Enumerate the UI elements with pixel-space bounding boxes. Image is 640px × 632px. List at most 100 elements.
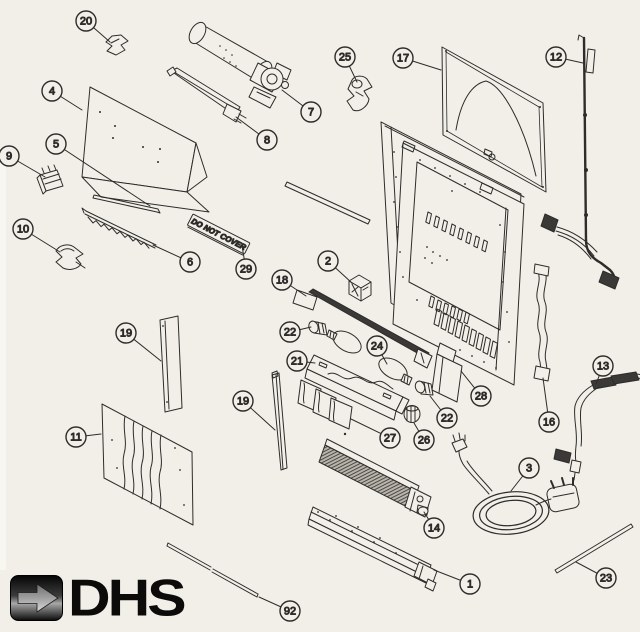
part-base-channel — [307, 506, 438, 592]
part-switch-block — [348, 274, 372, 302]
callout-bubble — [317, 250, 339, 272]
part-fuel-effect-panel — [101, 403, 194, 526]
callout-22: 22 — [429, 395, 458, 429]
part-side-strip-right — [271, 370, 288, 471]
callout-bubble — [379, 427, 401, 449]
callout-6: 6 — [152, 244, 201, 273]
callout-number: 29 — [240, 264, 252, 276]
callout-1: 1 — [433, 569, 481, 595]
callout-bubble — [279, 600, 301, 622]
callout-24: 24 — [366, 335, 388, 365]
callout-bubble — [65, 426, 87, 448]
callout-number: 13 — [597, 361, 609, 373]
part-heater-element — [318, 432, 432, 518]
part-canopy-wedge — [81, 86, 210, 213]
callout-14: 14 — [423, 511, 445, 539]
callout-number: 7 — [308, 107, 314, 119]
part-trim-rod — [166, 542, 259, 598]
callout-7: 7 — [281, 89, 322, 123]
part-front-frame-panel — [392, 140, 525, 386]
callout-bubble — [271, 269, 293, 291]
callout-19: 19 — [115, 322, 162, 362]
part-trim-strip-5 — [92, 194, 161, 214]
callout-number: 22 — [284, 327, 296, 339]
callout-bubble — [115, 322, 137, 344]
callout-bubble — [545, 46, 567, 68]
part-side-strip-left — [159, 315, 183, 413]
callout-bubble — [518, 457, 540, 479]
callout-bubble — [538, 411, 560, 433]
callout-bubble — [179, 251, 201, 273]
part-serrated-strip — [81, 207, 157, 249]
callout-bubble — [470, 385, 492, 407]
callout-12: 12 — [545, 46, 584, 68]
callout-23: 23 — [575, 561, 617, 589]
part-power-cord — [451, 432, 580, 535]
callout-bubble — [12, 218, 34, 240]
callout-2: 2 — [317, 250, 353, 284]
callout-number: 92 — [284, 606, 296, 618]
callout-number: 3 — [526, 463, 532, 475]
callout-bubble — [595, 567, 617, 589]
part-lamp-holder-left — [308, 320, 328, 336]
callout-number: 19 — [237, 396, 249, 408]
callout-number: 17 — [397, 53, 409, 65]
part-lamp-tray — [304, 354, 410, 421]
callout-bubble — [592, 355, 614, 377]
callout-number: 21 — [291, 356, 303, 368]
callout-10: 10 — [12, 218, 61, 253]
callout-26: 26 — [413, 422, 435, 451]
callout-bubble — [300, 101, 322, 123]
callout-11: 11 — [65, 426, 102, 448]
do-not-cover-label: DO NOT COVER — [187, 213, 251, 256]
part-side-trim-strip — [533, 263, 551, 382]
callout-21: 21 — [286, 350, 316, 372]
part-wire-harness — [553, 371, 640, 481]
part-mounting-bracket-10 — [55, 244, 86, 270]
callout-bubble — [286, 350, 308, 372]
do-not-cover-text: DO NOT COVER — [190, 217, 248, 253]
part-diagonal-trim — [284, 181, 371, 225]
callout-bubble — [413, 429, 435, 451]
dhs-logo: DHS — [10, 568, 187, 627]
callout-bubble — [392, 47, 414, 69]
callout-number: 8 — [264, 135, 270, 147]
callout-number: 14 — [428, 523, 440, 535]
callout-number: 1 — [467, 579, 473, 591]
scan-edge-artifact — [0, 150, 6, 570]
callout-number: 18 — [276, 275, 288, 287]
callout-13: 13 — [592, 355, 614, 385]
callout-25: 25 — [334, 46, 358, 83]
right-arrow-icon — [10, 574, 63, 621]
callout-27: 27 — [350, 418, 401, 449]
callout-number: 27 — [384, 433, 396, 445]
callout-bubble — [436, 407, 458, 429]
part-sensor-rod-assembly — [540, 34, 620, 290]
callout-28: 28 — [460, 370, 492, 407]
callout-number: 10 — [17, 224, 29, 236]
callout-22: 22 — [279, 321, 312, 343]
callout-5: 5 — [45, 133, 151, 207]
callout-number: 25 — [339, 52, 351, 64]
part-bulb-rear — [378, 357, 413, 386]
part-terminal-block — [36, 164, 64, 195]
callout-number: 26 — [418, 435, 430, 447]
part-bracket-25 — [346, 75, 373, 112]
part-bulb-front — [326, 329, 362, 354]
callout-number: 11 — [70, 432, 81, 444]
callout-4: 4 — [41, 80, 83, 111]
callout-bubble — [235, 258, 257, 280]
callout-9: 9 — [0, 145, 46, 178]
callout-number: 9 — [6, 151, 12, 163]
callout-number: 16 — [543, 417, 555, 429]
logo-text: DHS — [68, 568, 187, 627]
callout-bubble — [334, 46, 356, 68]
callout-bubble — [256, 129, 278, 151]
part-rear-rod — [554, 523, 634, 574]
callout-bubble — [279, 321, 301, 343]
callout-number: 22 — [441, 413, 453, 425]
part-heater-bar — [166, 66, 247, 124]
